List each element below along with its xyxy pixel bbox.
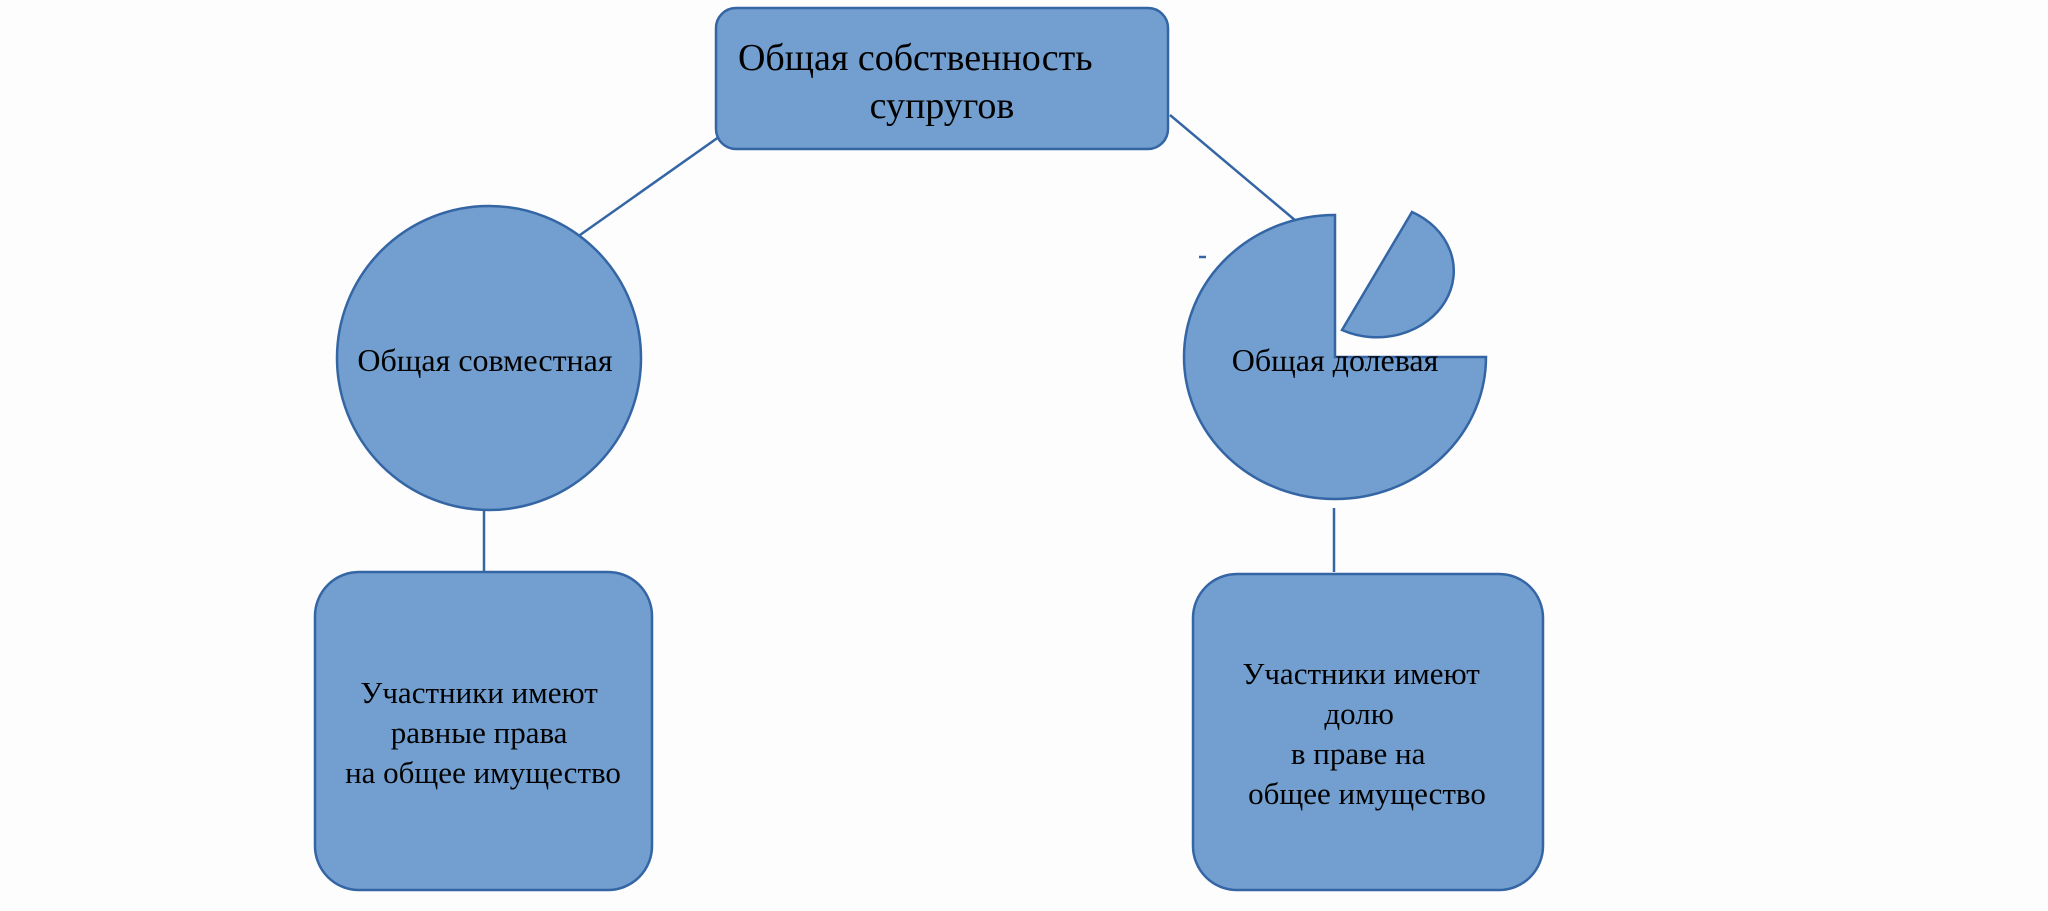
shared-description-text: Участники имеют долю в праве на общее им… [1242,656,1487,811]
joint-description-box [313,570,654,892]
root-node: Общая собственность супругов [714,6,1170,151]
shared-ownership-pie [1182,213,1488,501]
shared-description-line-2: долю [1324,696,1394,731]
shared-description-line-3: в праве на [1291,736,1426,771]
connector-root-to-shared [1169,114,1297,222]
joint-description-line-1: Участники имеют [360,675,598,710]
joint-description-line-3: на общее имущество [345,755,621,790]
shared-ownership-pie-slice [1340,210,1456,339]
joint-ownership-node: Общая совместная [335,204,643,512]
joint-ownership-circle [335,204,643,512]
shared-ownership-node: Общая долевая [1182,210,1488,501]
shared-description-line-1: Участники имеют [1242,656,1480,691]
shared-description-box [1191,572,1545,892]
joint-ownership-label: Общая совместная [357,342,612,378]
root-title-line-1: Общая собственность [738,37,1093,79]
shared-description-node: Участники имеют долю в праве на общее им… [1191,572,1545,892]
shared-description-line-4: общее имущество [1248,776,1486,811]
connector-root-to-joint [579,125,734,237]
joint-description-text: Участники имеют равные права на общее им… [345,675,621,790]
root-title: Общая собственность супругов [738,37,1102,127]
shared-ownership-label: Общая долевая [1232,342,1439,378]
joint-description-node: Участники имеют равные права на общее им… [313,570,654,892]
joint-description-line-2: равные права [391,715,568,750]
root-box [714,6,1170,151]
root-title-line-2: супругов [870,85,1015,127]
